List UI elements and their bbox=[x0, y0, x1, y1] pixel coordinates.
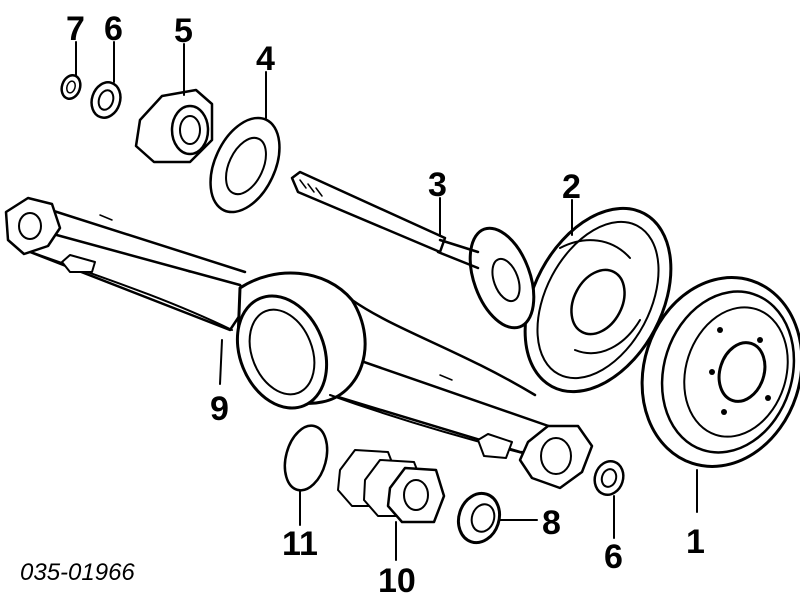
part-label-3: 3 bbox=[428, 166, 447, 204]
leader-lines bbox=[75, 41, 698, 561]
part-label-8: 8 bbox=[542, 504, 561, 542]
part-label-6b: 6 bbox=[604, 538, 623, 576]
oil-seal-bottom bbox=[593, 460, 625, 496]
part-label-6a: 6 bbox=[104, 10, 123, 48]
diagram-code: 035-01966 bbox=[20, 559, 135, 586]
part-label-10: 10 bbox=[378, 562, 416, 598]
part-label-7: 7 bbox=[66, 10, 85, 48]
backing-plate bbox=[523, 206, 673, 394]
ring-7 bbox=[60, 74, 82, 100]
axle-housing bbox=[4, 196, 594, 490]
part-label-2: 2 bbox=[562, 168, 581, 206]
shim-gaskets bbox=[337, 449, 446, 524]
gasket bbox=[209, 116, 281, 214]
o-ring bbox=[283, 424, 329, 492]
oil-seal-top bbox=[90, 81, 122, 119]
part-label-1: 1 bbox=[686, 523, 705, 561]
bearing bbox=[456, 491, 502, 545]
part-label-9: 9 bbox=[210, 390, 229, 428]
axle-shaft bbox=[290, 170, 536, 330]
part-label-4: 4 bbox=[256, 40, 275, 78]
brake-drum bbox=[640, 276, 800, 468]
part-label-11: 11 bbox=[282, 525, 318, 563]
part-label-5: 5 bbox=[174, 12, 193, 50]
part-labels: 1 2 3 4 5 6 6 7 8 9 10 11 bbox=[66, 10, 705, 598]
bearing-retainer bbox=[134, 88, 214, 164]
